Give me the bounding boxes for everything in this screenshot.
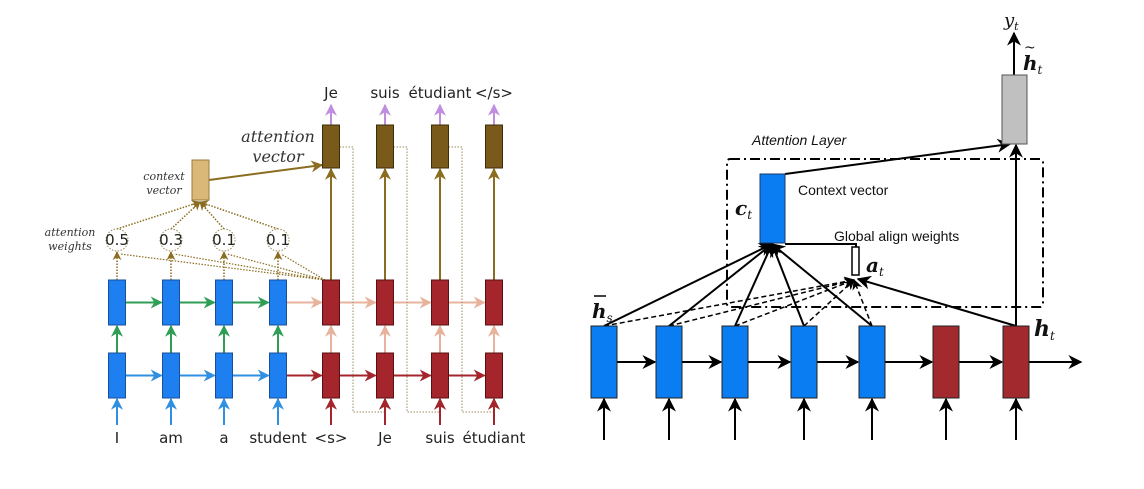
source-word: a (219, 429, 228, 447)
attention-layer-title: Attention Layer (751, 132, 848, 148)
left-boxes (108, 124, 503, 399)
attention-layer-box (726, 158, 1044, 308)
attention-vector-label-line1: attention (241, 127, 315, 146)
encoder-upper-cell (215, 279, 233, 326)
encoder-upper-cell (162, 279, 180, 326)
encoder-to-align-arrow (734, 278, 855, 327)
attention-weights-label-line2: weights (48, 240, 92, 253)
attention-weight-value: 0.1 (266, 231, 290, 249)
output-word: étudiant (409, 84, 472, 102)
attention-weight-3: 0.1 (266, 228, 290, 252)
input-feeding-path (393, 146, 440, 413)
encoder-to-context-arrow (734, 242, 774, 327)
encoder-cell (790, 325, 818, 399)
encoder-upper-cell (108, 279, 126, 326)
math-h-bar-s: hs (592, 299, 613, 325)
encoder-lower-cell (108, 352, 126, 399)
encoder-cell (858, 325, 886, 399)
encoder-to-context-arrow (603, 243, 774, 327)
left-diagram: context vector attention vector attentio… (45, 84, 526, 447)
decoder-cell (932, 325, 960, 399)
context-vector-ct-box (759, 173, 786, 244)
weight-to-context-arrow (116, 200, 201, 230)
attentional-hidden-state-box (1001, 74, 1028, 145)
output-word: Je (323, 84, 338, 102)
decoder-to-align-arrow (856, 275, 1017, 327)
target-input-word: Je (377, 429, 392, 447)
attention-vector-cell (322, 124, 340, 169)
align-to-context-line (785, 243, 857, 247)
weight-to-context-arrow (170, 201, 201, 230)
math-c-t: ct (735, 196, 752, 222)
decoder-lower-cell (431, 352, 449, 399)
decoder-lower-cell (322, 352, 340, 399)
decoder-score-line (173, 253, 326, 281)
decoder-upper-cell (322, 279, 340, 326)
target-input-word: suis (425, 429, 454, 447)
attention-vector-cell (485, 124, 503, 169)
context-vector-box (191, 159, 210, 201)
decoder-score-line (280, 253, 326, 281)
output-word: </s> (475, 84, 513, 102)
align-weights-at-box (851, 246, 860, 276)
context-vector-label-line2: vector (146, 184, 182, 197)
math-h-tilde-t: ht (1023, 51, 1043, 77)
attention-weight-value: 0.3 (159, 231, 183, 249)
math-a-t: at (866, 253, 884, 279)
decoder-cell (1002, 325, 1030, 399)
encoder-lower-cell (215, 352, 233, 399)
encoder-upper-cell (269, 279, 287, 326)
decoder-upper-cell (485, 279, 503, 326)
encoder-to-context-arrow (668, 243, 774, 327)
decoder-score-line (226, 253, 326, 281)
math-h-t: ht (1034, 316, 1055, 343)
source-word: am (159, 429, 183, 447)
left-connections (111, 103, 500, 425)
encoder-to-align-arrow (603, 276, 856, 327)
decoder-lower-cell (376, 352, 394, 399)
attention-weight-value: 0.1 (212, 231, 236, 249)
right-boxes (590, 325, 1030, 399)
attention-weight-value: 0.5 (105, 231, 129, 249)
context-vector-label-line1: context (143, 170, 185, 183)
context-to-output-arrow (784, 138, 1012, 175)
source-word: I (115, 429, 119, 447)
attention-weight-2: 0.1 (212, 228, 236, 252)
input-feeding-path (339, 146, 385, 413)
encoder-lower-cell (162, 352, 180, 399)
source-word: student (249, 429, 306, 447)
attention-vector-cell (376, 124, 394, 169)
encoder-to-context-arrow (770, 243, 873, 327)
math-y-t: yt (1003, 10, 1019, 33)
right-diagram: Attention Layer Context vector Global al… (590, 10, 1083, 440)
decoder-upper-cell (431, 279, 449, 326)
decoder-lower-cell (485, 352, 503, 399)
right-connections (597, 31, 1083, 440)
encoder-cell (590, 325, 618, 399)
target-input-word: étudiant (463, 429, 526, 447)
encoder-to-context-arrow (770, 242, 805, 327)
attention-weights-label-line1: attention (45, 226, 96, 239)
attention-vector-cell (431, 124, 449, 169)
attention-weight-0: 0.5 (105, 228, 129, 252)
encoder-cell (655, 325, 683, 399)
encoder-lower-cell (269, 352, 287, 399)
attention-weight-1: 0.3 (159, 228, 183, 252)
input-feeding-path (448, 146, 494, 413)
decoder-upper-cell (376, 279, 394, 326)
context-vector-label: Context vector (798, 182, 889, 198)
global-align-weights-label: Global align weights (834, 228, 959, 244)
h-tilde-mark: ~ (1024, 40, 1036, 56)
target-input-word: <s> (315, 429, 348, 447)
output-word: suis (370, 84, 399, 102)
decoder-score-line (119, 253, 326, 281)
context-to-attention-arrow (208, 160, 324, 181)
encoder-cell (721, 325, 749, 399)
encoder-to-align-arrow (803, 279, 855, 327)
attention-vector-label-line2: vector (252, 147, 305, 166)
